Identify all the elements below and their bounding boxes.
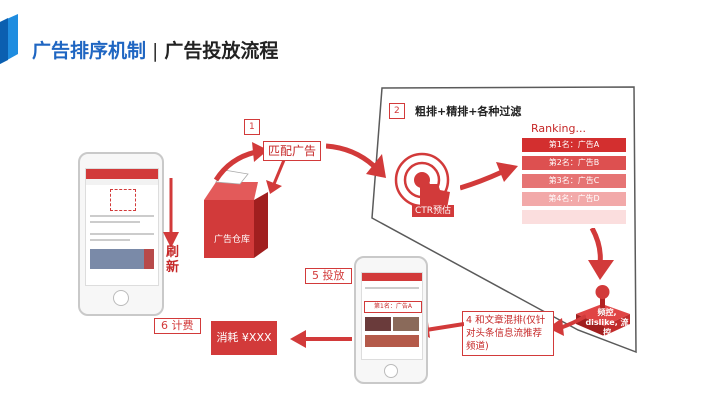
ctr-label: CTR预估 — [412, 205, 455, 217]
feed-image — [393, 317, 419, 331]
logo-cube — [0, 14, 18, 64]
phone-app-bar — [86, 169, 158, 179]
home-button — [113, 290, 129, 306]
home-button — [384, 364, 398, 378]
feed-line — [90, 233, 154, 235]
arrow-icon — [588, 228, 614, 280]
ranking-item: 第1名：广告A — [522, 138, 626, 152]
phone-tab-bar — [86, 179, 158, 185]
feed-image — [365, 317, 391, 331]
phone-feed-center: 第1名：广告A — [354, 256, 428, 384]
feed-image — [144, 249, 154, 269]
step-6-tag: 6 计费 — [154, 318, 201, 334]
step-5-num: 5 — [312, 269, 319, 282]
title-separator: | — [152, 40, 159, 62]
title-sub: 广告投放流程 — [164, 40, 279, 62]
ad-warehouse-label: 广告仓库 — [213, 235, 250, 245]
title-main: 广告排序机制 — [32, 40, 147, 62]
arrow-icon — [460, 162, 518, 191]
refresh-arrow-icon — [163, 178, 179, 248]
step-2-label: 粗排+精排+各种过滤 — [415, 105, 522, 118]
ad-warehouse-box-icon — [204, 170, 268, 258]
consume-box: 消耗 ¥XXX — [211, 321, 277, 355]
arrow-icon — [326, 143, 386, 178]
feed-image — [365, 335, 419, 347]
step-5-tag: 5 投放 — [305, 268, 352, 284]
feed-line — [90, 239, 130, 241]
arrow-icon — [266, 160, 286, 194]
control-label: 频控, dislike, 流控 — [585, 308, 629, 337]
ranking-item — [522, 210, 626, 224]
ranking-heading: Ranking... — [531, 122, 586, 135]
phone-screen — [85, 168, 159, 286]
step-2-tag: 2 — [389, 103, 405, 119]
step-4-box: 4 和文章混排(仅针对头条信息流推荐频道) — [462, 311, 554, 356]
ranking-item: 第3名：广告C — [522, 174, 626, 188]
feed-line — [365, 287, 419, 289]
step-6-num: 6 — [161, 319, 168, 332]
arrow-icon — [290, 330, 352, 348]
refresh-label: 刷新 — [166, 245, 180, 275]
phone-ad-slot: 第1名：广告A — [364, 301, 422, 313]
step-6-label: 计费 — [171, 319, 194, 332]
phone-app-bar — [362, 273, 422, 281]
phone-screen: 第1名：广告A — [361, 272, 423, 360]
page-title: 广告排序机制|广告投放流程 — [32, 36, 278, 63]
match-ad-box: 匹配广告 — [263, 141, 321, 161]
feed-line — [90, 215, 154, 217]
arrow-icon — [213, 142, 268, 182]
arrow-icon — [548, 314, 586, 336]
step-5-label: 投放 — [322, 269, 345, 282]
ad-slot-placeholder — [110, 189, 136, 211]
feed-line — [90, 221, 140, 223]
step-1-tag: 1 — [244, 119, 260, 135]
ranking-item: 第2名：广告B — [522, 156, 626, 170]
feed-image — [90, 249, 144, 269]
ranking-item: 第4名：广告D — [522, 192, 626, 206]
phone-feed-left — [78, 152, 164, 316]
